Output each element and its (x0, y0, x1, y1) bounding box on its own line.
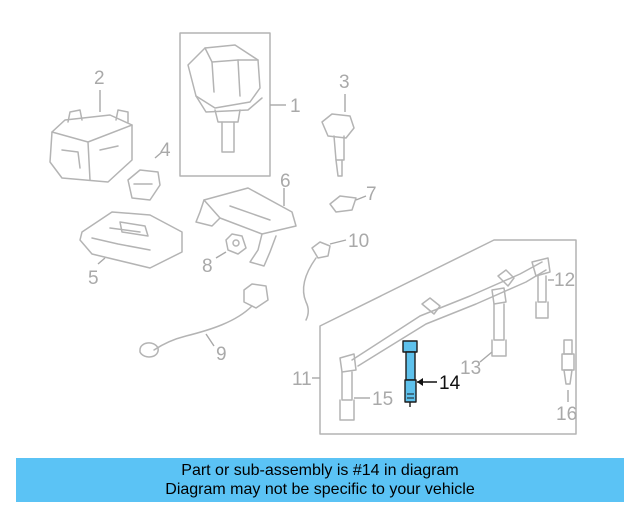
callout-13: 13 (460, 358, 481, 379)
part-1-coil-pack[interactable] (179, 32, 271, 177)
callout-6: 6 (280, 171, 291, 192)
part-4-bracket[interactable] (127, 169, 161, 201)
banner-line-1: Part or sub-assembly is #14 in diagram (181, 462, 459, 479)
part-10-sensor[interactable] (302, 241, 331, 321)
callout-7: 7 (366, 184, 377, 205)
banner-line-2: Diagram may not be specific to your vehi… (165, 481, 475, 498)
callout-14: 14 (439, 373, 461, 394)
callout-10: 10 (348, 231, 369, 252)
part-15-plug-lead[interactable] (339, 353, 357, 421)
callout-3: 3 (339, 72, 350, 93)
callout-9: 9 (216, 344, 227, 365)
info-banner: Part or sub-assembly is #14 in diagram D… (16, 458, 624, 502)
part-16-spark-plug[interactable] (561, 339, 575, 385)
part-9-sensor-harness[interactable] (139, 283, 269, 358)
part-5-control-unit[interactable] (79, 211, 183, 269)
callout-16: 16 (556, 404, 577, 425)
part-3-ignition-coil[interactable] (321, 113, 355, 177)
callout-4: 4 (160, 140, 171, 161)
part-14-plug-lead[interactable] (402, 340, 418, 407)
part-2-ignition-module[interactable] (49, 109, 133, 183)
part-13-plug-lead[interactable] (491, 287, 507, 357)
part-6-mounting-bracket[interactable] (195, 187, 297, 267)
callout-2: 2 (94, 68, 105, 89)
callout-5: 5 (88, 268, 99, 289)
part-11-wire-set[interactable] (319, 239, 577, 435)
part-8-clip[interactable] (225, 233, 247, 255)
part-12-plug-lead[interactable] (531, 257, 551, 319)
callout-1: 1 (290, 96, 301, 117)
part-7-plate[interactable] (329, 195, 357, 213)
callout-12: 12 (554, 270, 575, 291)
callout-11: 11 (292, 369, 312, 390)
callout-8: 8 (202, 256, 213, 277)
callout-15: 15 (372, 389, 393, 410)
